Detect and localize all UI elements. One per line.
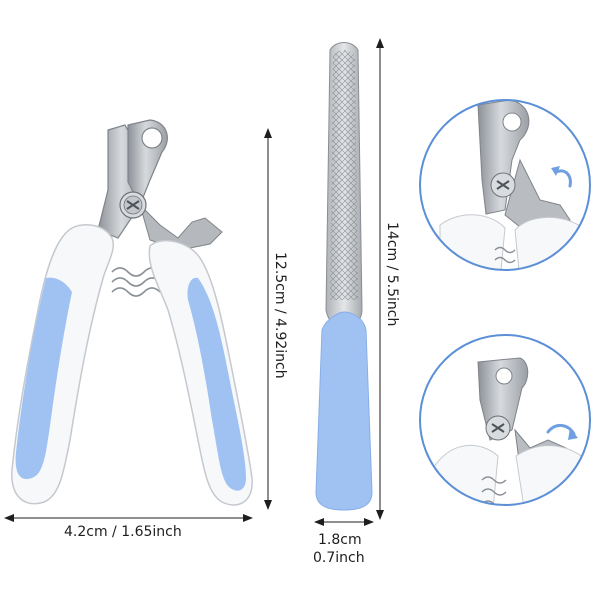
file-width-inch-label: 0.7inch xyxy=(313,550,365,566)
nail-file-icon xyxy=(315,42,373,511)
file-width-dimension: 1.8cm 0.7inch xyxy=(313,518,374,566)
safety-lock-detail-bottom xyxy=(419,334,591,506)
file-length-dimension: 14cm / 5.5inch xyxy=(376,38,400,520)
file-width-cm-label: 1.8cm xyxy=(318,532,362,548)
clipper-height-dimension: 12.5cm / 4.92inch xyxy=(264,128,288,510)
file-length-label: 14cm / 5.5inch xyxy=(384,222,400,326)
clipper-width-label: 4.2cm / 1.65inch xyxy=(64,524,182,540)
clipper-width-dimension: 4.2cm / 1.65inch xyxy=(4,514,253,540)
safety-lock-detail-top xyxy=(419,99,591,271)
nail-clipper-icon xyxy=(11,119,253,506)
clipper-height-label: 12.5cm / 4.92inch xyxy=(272,252,288,379)
rotate-arrow-icon xyxy=(554,169,572,188)
